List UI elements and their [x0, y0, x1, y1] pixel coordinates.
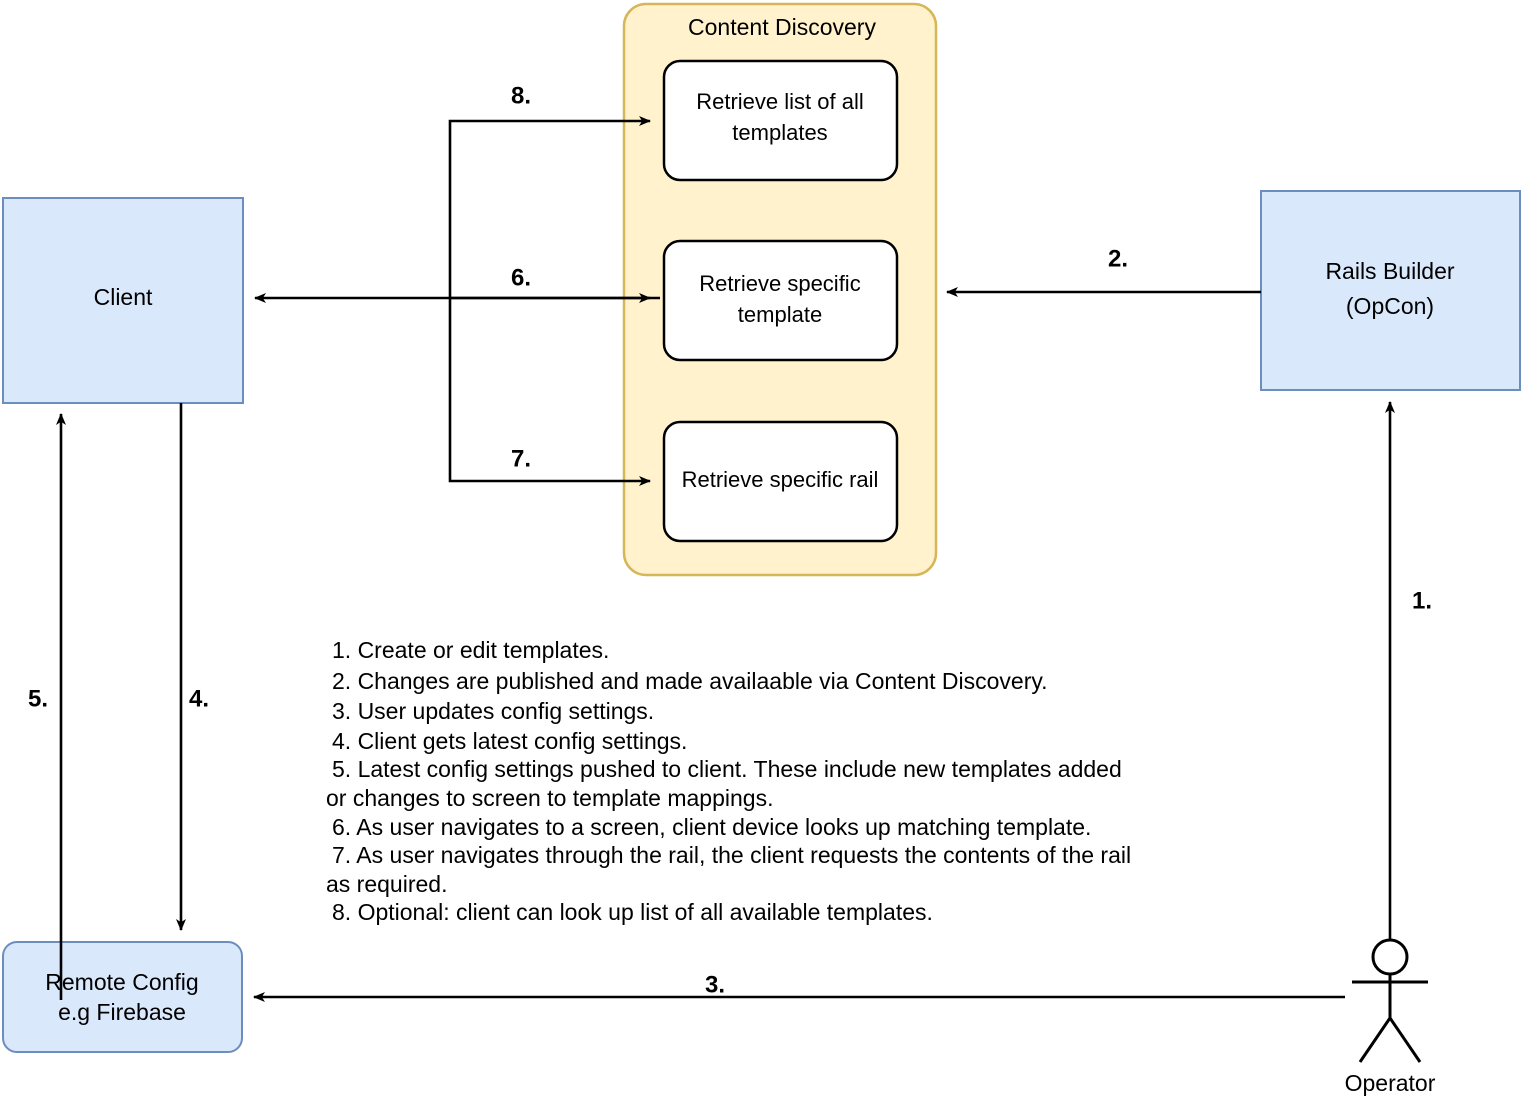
edge-step-4-label: 4. [189, 685, 209, 712]
edge-step-8-label: 8. [511, 82, 531, 109]
rails-builder-label-1: Rails Builder [1325, 258, 1454, 284]
edge-step-7-line [448, 298, 651, 486]
remote-config-box[interactable] [2, 941, 243, 1053]
edge-step-6-label: 6. [511, 264, 531, 291]
content-discovery-title: Content Discovery [688, 14, 876, 40]
node-retrieve-all-templates[interactable]: Retrieve list of all templates [662, 59, 899, 182]
remote-config-label-2: e.g Firebase [58, 999, 186, 1025]
edge-step-3-label: 3. [705, 971, 725, 998]
edge-step-1-label: 1. [1412, 587, 1432, 614]
node-client[interactable]: Client [2, 197, 244, 404]
legend-line-6: or changes to screen to template mapping… [326, 785, 773, 811]
edge-step-2[interactable]: 2. [946, 245, 1261, 297]
edge-step-6[interactable]: 6. [254, 264, 660, 303]
edge-step-7[interactable]: 7. [448, 298, 651, 486]
legend-line-4: 4. Client gets latest config settings. [332, 728, 687, 754]
node-retrieve-specific-template[interactable]: Retrieve specific template [662, 239, 899, 362]
node-operator[interactable]: Operator [1345, 938, 1436, 1096]
legend-line-10: 8. Optional: client can look up list of … [332, 899, 933, 925]
edge-step-8[interactable]: 8. [448, 82, 651, 298]
client-box[interactable] [2, 197, 244, 404]
legend-line-8: 7. As user navigates through the rail, t… [332, 842, 1131, 868]
operator-leg-right-icon [1388, 1017, 1422, 1063]
client-label: Client [94, 284, 153, 310]
retrieve-all-templates-label-1: Retrieve list of all [696, 89, 864, 114]
retrieve-specific-template-box[interactable] [662, 239, 899, 362]
edge-step-5[interactable]: 5. [28, 413, 66, 1000]
edge-step-5-label: 5. [28, 685, 48, 712]
edge-step-4[interactable]: 4. [176, 403, 209, 931]
remote-config-label-1: Remote Config [45, 969, 198, 995]
legend-line-2: 2. Changes are published and made availa… [332, 668, 1048, 694]
operator-label: Operator [1345, 1070, 1436, 1096]
retrieve-all-templates-box[interactable] [662, 59, 899, 182]
edge-step-1[interactable]: 1. [1385, 401, 1432, 940]
legend-line-7: 6. As user navigates to a screen, client… [332, 814, 1091, 840]
retrieve-all-templates-label-2: templates [732, 120, 827, 145]
node-rails-builder[interactable]: Rails Builder (OpCon) [1260, 190, 1521, 391]
legend-line-1: 1. Create or edit templates. [332, 637, 609, 663]
legend-line-5: 5. Latest config settings pushed to clie… [332, 756, 1122, 782]
legend-text-block: 1. Create or edit templates. 2. Changes … [326, 637, 1131, 925]
legend-line-9: as required. [326, 871, 447, 897]
edge-step-8-line [448, 116, 651, 298]
retrieve-specific-template-label-2: template [738, 302, 822, 327]
legend-line-3: 3. User updates config settings. [332, 698, 654, 724]
retrieve-specific-template-label-1: Retrieve specific [699, 271, 860, 296]
node-retrieve-specific-rail[interactable]: Retrieve specific rail [662, 420, 899, 543]
edge-step-7-label: 7. [511, 445, 531, 472]
edge-step-3[interactable]: 3. [253, 971, 1345, 1002]
rails-builder-box[interactable] [1260, 190, 1521, 391]
retrieve-specific-rail-label-1: Retrieve specific rail [682, 467, 879, 492]
edge-step-2-label: 2. [1108, 245, 1128, 272]
operator-head-icon [1371, 938, 1409, 976]
operator-leg-left-icon [1358, 1017, 1392, 1063]
retrieve-specific-rail-box[interactable] [662, 420, 899, 543]
node-remote-config[interactable]: Remote Config e.g Firebase [2, 941, 243, 1053]
rails-builder-label-2: (OpCon) [1346, 293, 1434, 319]
